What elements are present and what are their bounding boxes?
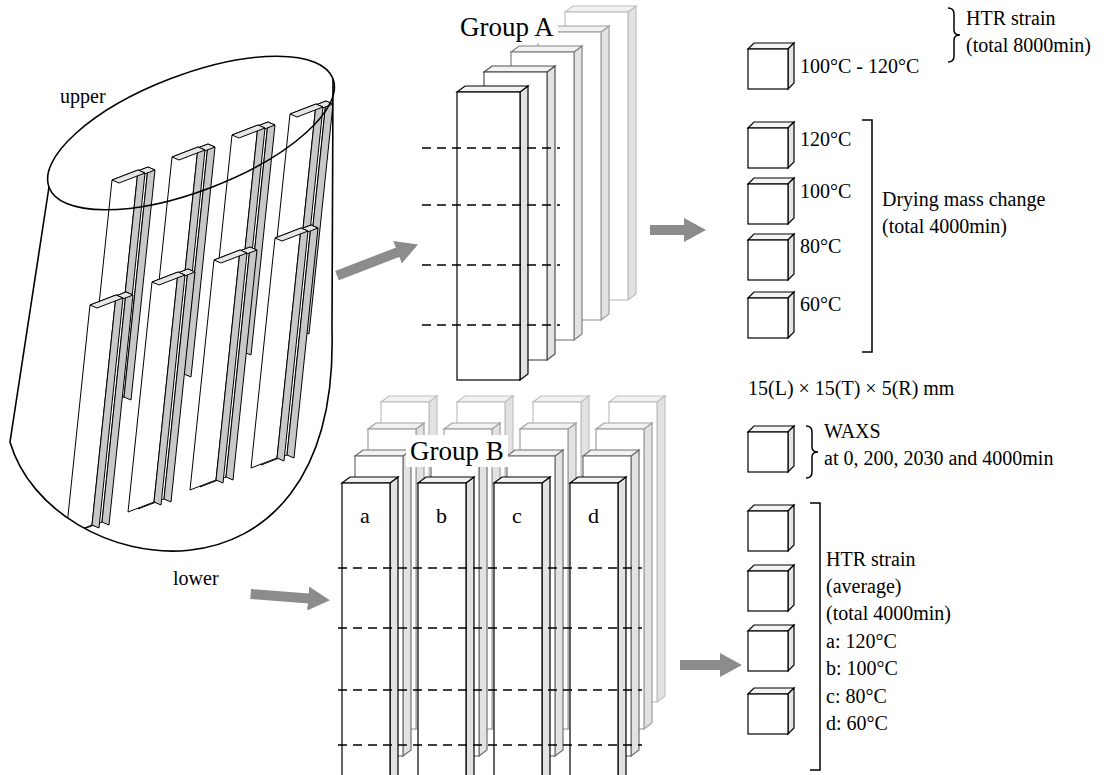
end-label: lower: [173, 566, 219, 590]
text-slot: 80°C: [800, 233, 841, 260]
temperature-label: 100°C - 120°C: [800, 53, 919, 80]
text-slot: b: [436, 503, 447, 529]
text-slot: HTR strain (average) (total 4000min): [826, 546, 966, 627]
log-top-face: [28, 24, 353, 241]
log-sticks: [66, 101, 333, 535]
column-letter: d: [588, 503, 599, 529]
flow-arrow: [251, 594, 312, 599]
text-slot: c: 80°C: [826, 683, 887, 710]
text-slot: 120°C: [800, 126, 851, 153]
flow-arrow: [337, 251, 401, 276]
column-letter: b: [436, 503, 447, 529]
text-slot: Group A: [456, 11, 558, 43]
text-slot: d: 60°C: [826, 710, 888, 737]
text-slot: Group B: [406, 435, 508, 467]
temperature-label: 100°C: [800, 178, 851, 205]
group-title: Group A: [456, 11, 558, 43]
condition-label: a: 120°C: [826, 628, 897, 655]
temperature-label: 60°C: [800, 291, 841, 318]
text-slot: 15(L) × 15(T) × 5(R) mm: [748, 375, 954, 402]
cut-line: [338, 568, 642, 745]
strip-stack: [457, 6, 636, 380]
text-slot: 100°C: [800, 178, 851, 205]
wrap-spacer: [926, 546, 966, 596]
specimen-group: Group B a b c d: [330, 395, 690, 775]
column-letter: c: [512, 503, 522, 529]
test-label: HTR strain (average) (total 4000min): [826, 546, 966, 627]
strip-stack: [570, 396, 665, 775]
flow-arrow: [650, 225, 688, 235]
log-illustration: upper lower: [5, 72, 337, 594]
temperature-label: 120°C: [800, 126, 851, 153]
text-slot: c: [512, 503, 522, 529]
specimen-group: Group A: [418, 5, 613, 385]
group-title: Group B: [406, 435, 508, 467]
text-slot: 100°C - 120°C: [800, 53, 919, 80]
flow-arrow: [680, 660, 724, 670]
text-slot: d: [588, 503, 599, 529]
wrap-spacer: [889, 418, 1074, 428]
text-slot: Drying mass change (total 4000min): [882, 186, 1067, 240]
text-slot: lower: [173, 566, 219, 590]
text-slot: a: 120°C: [826, 628, 897, 655]
text-slot: 60°C: [800, 291, 841, 318]
temperature-label: 80°C: [800, 233, 841, 260]
condition-label: b: 100°C: [826, 655, 898, 682]
test-label: WAXS at 0, 200, 2030 and 4000min: [824, 418, 1074, 472]
condition-label: c: 80°C: [826, 683, 887, 710]
text-slot: upper: [60, 84, 106, 108]
text-slot: HTR strain (total 8000min): [966, 5, 1097, 59]
condition-label: d: 60°C: [826, 710, 888, 737]
text-slot: b: 100°C: [826, 655, 898, 682]
column-letter: a: [360, 503, 370, 529]
log-body: [10, 58, 333, 551]
text-slot: a: [360, 503, 370, 529]
text-slot: WAXS at 0, 200, 2030 and 4000min: [824, 418, 1074, 472]
cut-line: [422, 148, 560, 325]
test-label: HTR strain (total 8000min): [966, 5, 1097, 59]
dimension-label: 15(L) × 15(T) × 5(R) mm: [748, 375, 954, 402]
test-label: Drying mass change (total 4000min): [882, 186, 1067, 240]
end-label: upper: [60, 84, 106, 108]
